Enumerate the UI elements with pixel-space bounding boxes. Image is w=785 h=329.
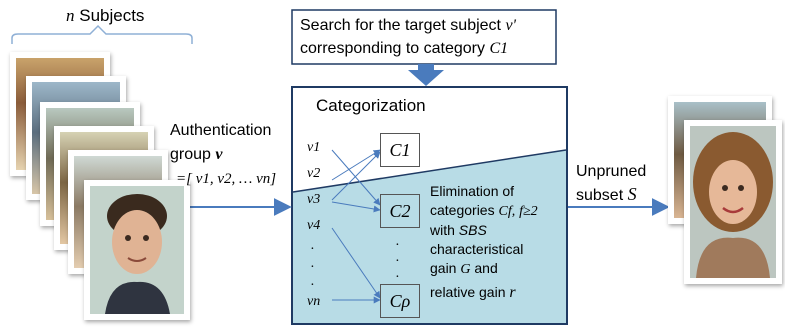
category-box-c2: C2 — [380, 194, 420, 228]
authentication-label: Authentication group v =[ v1, v2, … vn] — [170, 119, 276, 191]
subjects-bracket — [11, 24, 193, 44]
map-arrow-v2-c1 — [331, 149, 381, 181]
auth-line1: Authentication — [170, 122, 272, 139]
elim-line5-g: G — [460, 262, 471, 277]
elim-line6-r: r — [509, 284, 516, 301]
categorization-panel-fill — [293, 150, 566, 323]
elim-line5-suffix: and — [474, 260, 498, 276]
vector-item: v4 — [307, 218, 321, 233]
elim-line4: characteristical — [430, 241, 524, 257]
elim-line2: categories Cf, f≥2 — [430, 201, 538, 221]
search-box: Search for the target subject v' corresp… — [300, 14, 516, 60]
auth-vector: =[ v1, v2, … vn] — [176, 171, 277, 187]
elim-line2-cond: f≥2 — [519, 204, 538, 219]
search-line2: corresponding to category C1 — [300, 37, 516, 60]
vector-item: . — [311, 274, 315, 289]
elim-line6: relative gain r — [430, 283, 538, 302]
elim-line2-prefix: categories — [430, 202, 495, 218]
face-photo-front — [84, 180, 190, 320]
vector-item: . — [311, 238, 315, 253]
elim-line3: with SBS — [430, 221, 538, 240]
subjects-label: n Subjects — [66, 6, 144, 26]
unpruned-label: Unpruned subset S — [576, 161, 646, 207]
elim-line1: Elimination of — [430, 183, 515, 199]
search-line1-text: Search for the target subject — [300, 17, 501, 34]
subjects-text: Subjects — [79, 6, 145, 25]
category-dot: . — [396, 266, 400, 281]
vector-item: . — [311, 256, 315, 271]
unpruned-line2-prefix: subset — [576, 187, 624, 204]
vector-item: v1 — [307, 140, 321, 155]
face-icon — [90, 186, 184, 314]
unpruned-line1: Unpruned — [576, 163, 647, 180]
face-icon — [690, 126, 776, 278]
panel-divider — [292, 149, 567, 193]
elim-line3-prefix: with — [430, 222, 455, 238]
auth-line2: group v — [170, 143, 276, 167]
search-line2-text: corresponding to category — [300, 40, 485, 57]
vector-item: v3 — [307, 192, 321, 207]
unpruned-line2: subset S — [576, 183, 646, 207]
auth-group-symbol: v — [215, 146, 223, 163]
map-arrow-v1-c2 — [331, 149, 381, 206]
search-line1: Search for the target subject v' — [300, 14, 516, 37]
search-box-border — [291, 9, 557, 65]
subjects-n: n — [66, 6, 75, 25]
category-box-c1: C1 — [380, 133, 420, 167]
elim-line2-cat: Cf, — [498, 204, 516, 219]
elim-line5: gain G and — [430, 259, 538, 279]
category-dot: . — [396, 250, 400, 265]
map-arrow-v3-c1 — [331, 151, 381, 201]
search-target-symbol: v' — [505, 17, 516, 34]
elimination-text: Elimination of categories Cf, f≥2 with S… — [430, 182, 538, 302]
face-photo-front — [684, 120, 782, 284]
category-box-crho: Cρ — [380, 284, 420, 318]
search-category-symbol: C1 — [489, 40, 509, 57]
vector-item: v2 — [307, 166, 321, 181]
elim-line6-prefix: relative gain — [430, 284, 506, 300]
category-dot: . — [396, 234, 400, 249]
down-arrow-icon — [408, 64, 444, 86]
vector-item: vn — [307, 294, 321, 309]
map-arrow-v3-c2 — [331, 201, 381, 213]
categorization-title: Categorization — [316, 96, 426, 115]
map-arrow-v4-crho — [331, 227, 381, 299]
elim-line3-sbs: SBS — [458, 222, 487, 238]
elim-line5-prefix: gain — [430, 260, 457, 276]
auth-group-word: group — [170, 146, 211, 163]
unpruned-symbol: S — [627, 184, 637, 204]
